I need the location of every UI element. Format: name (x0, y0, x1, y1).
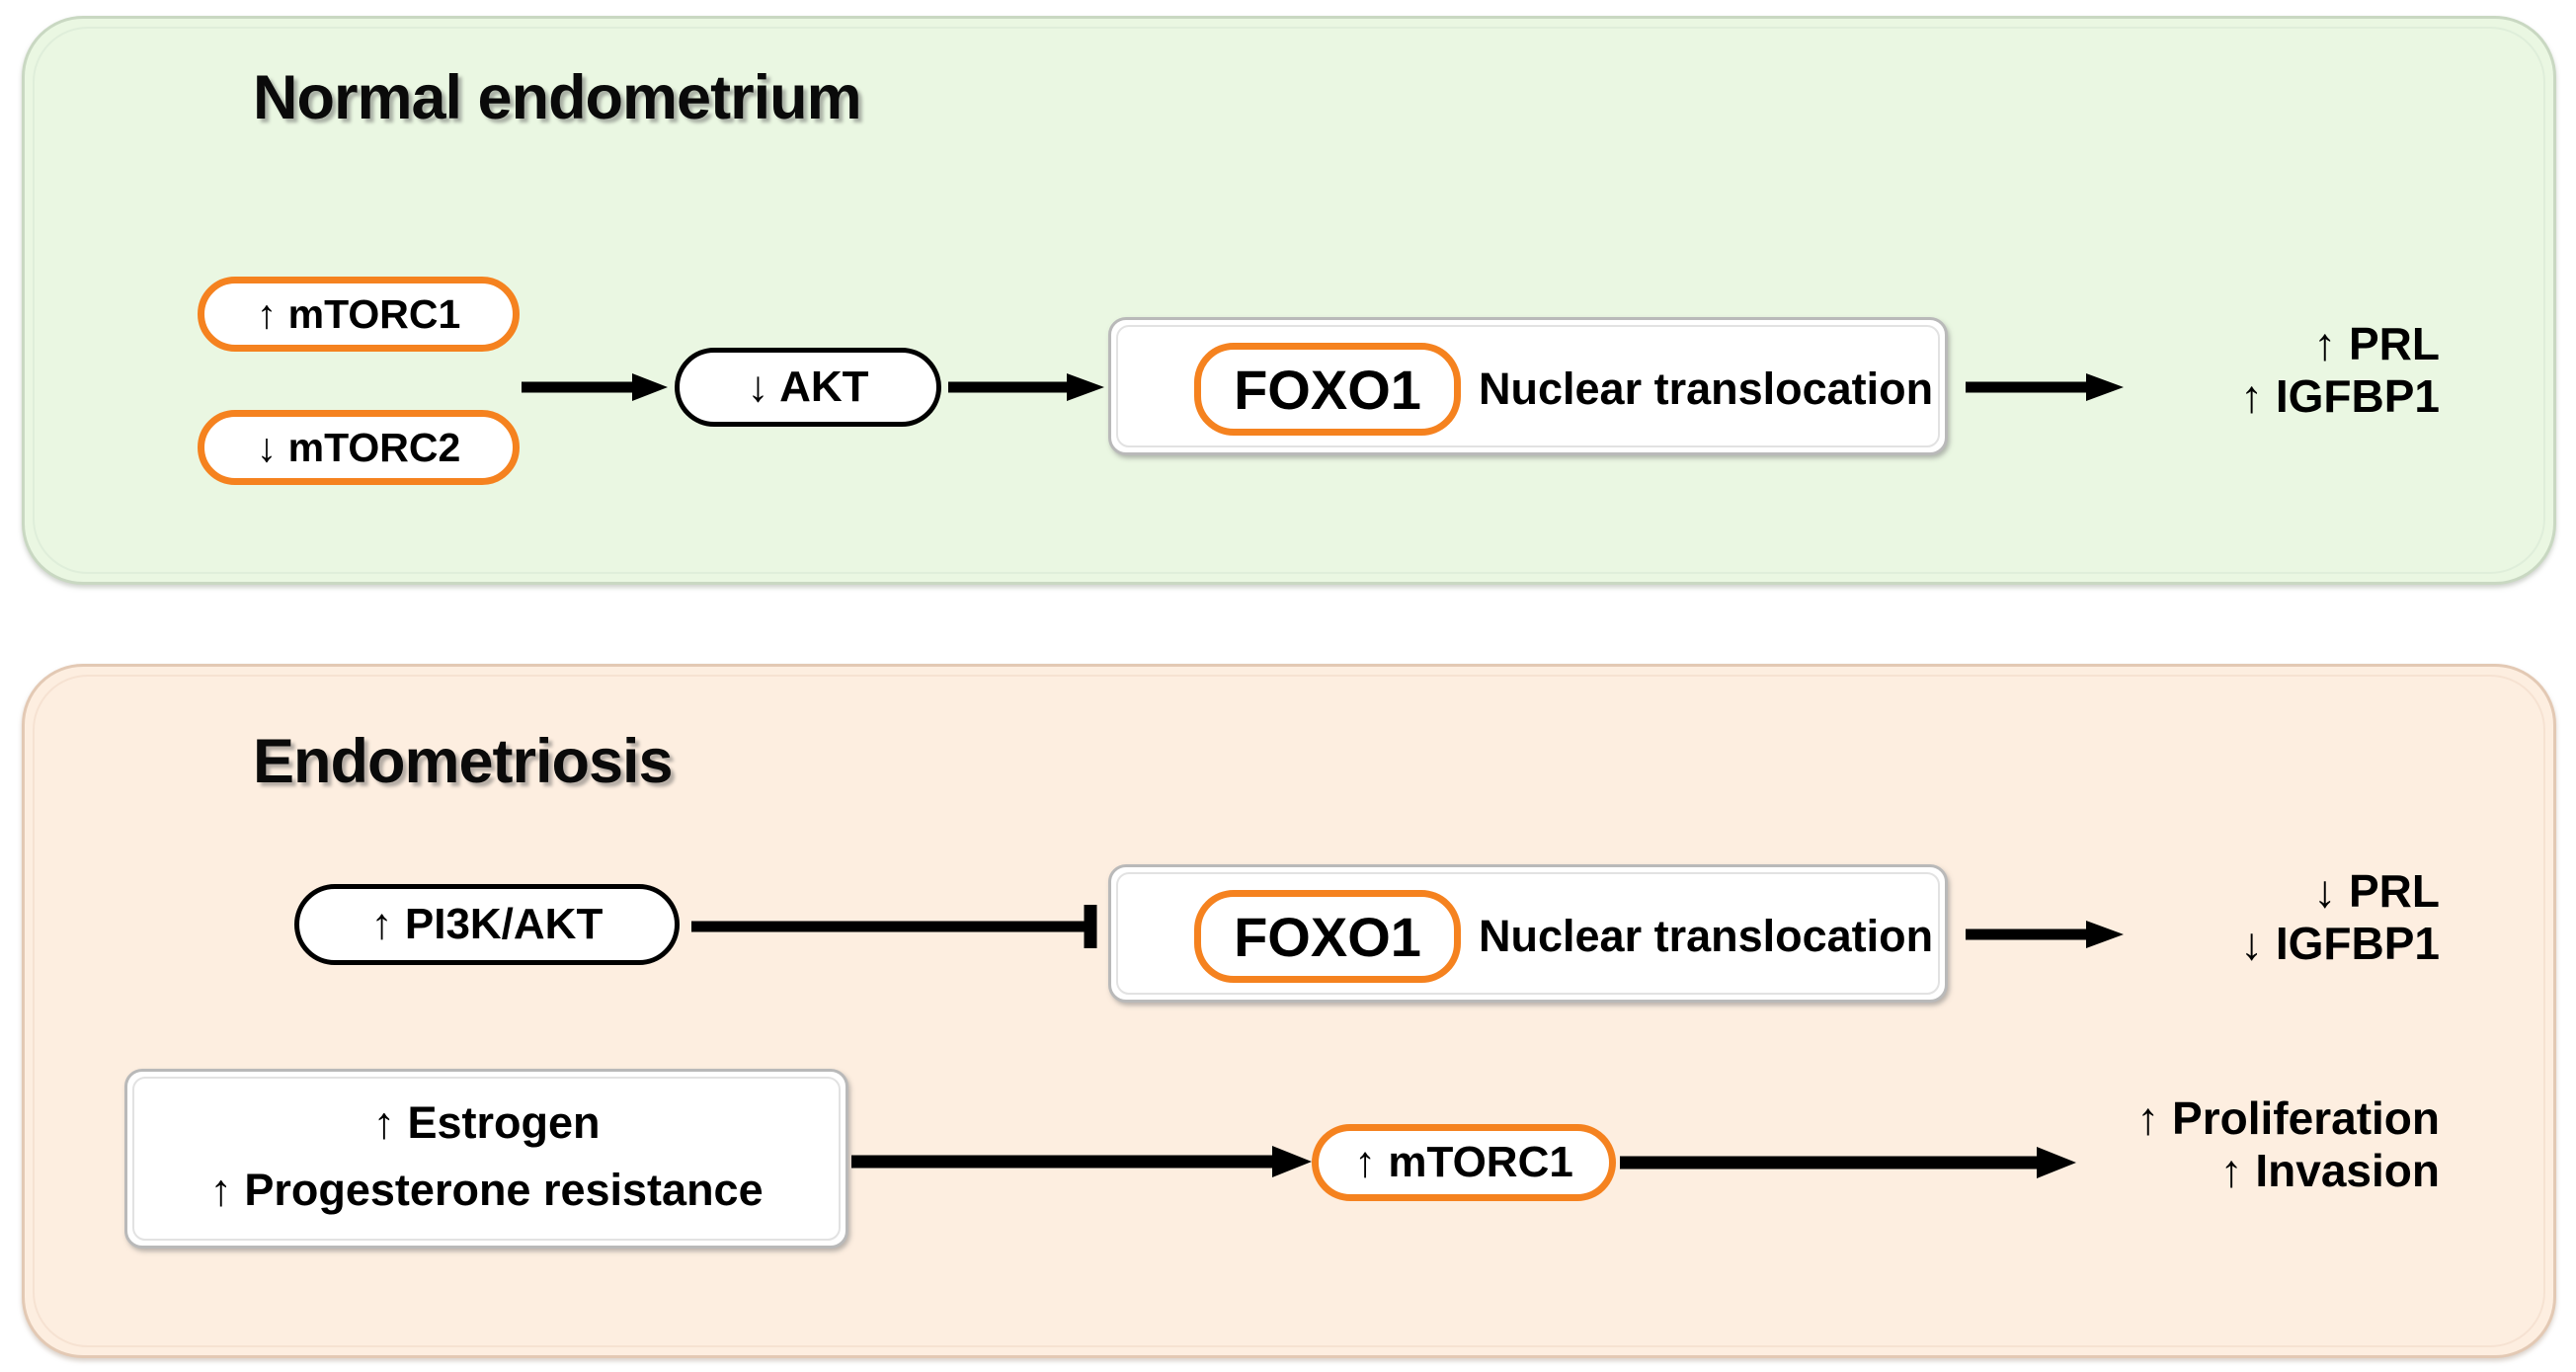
node-foxo1-normal: FOXO1 (1194, 343, 1461, 436)
node-foxo1-endometriosis: FOXO1 (1194, 890, 1461, 983)
node-mtorc1-endometriosis: ↑ mTORC1 (1312, 1124, 1616, 1201)
connector-mtorc1-to-outputs (1620, 1142, 2079, 1183)
label-progesterone-resistance: ↑ Progesterone resistance (209, 1165, 764, 1215)
label-nuclear-translocation-endometriosis: Nuclear translocation (1479, 911, 1934, 961)
output-invasion: ↑ Invasion (2219, 1145, 2440, 1197)
connector-estrogen-to-mtorc1 (851, 1141, 1316, 1182)
node-akt-normal: ↓ AKT (675, 348, 941, 427)
output-stack-endometriosis-lower: ↑ Proliferation ↑ Invasion (2035, 1092, 2440, 1198)
label-estrogen: ↑ Estrogen (372, 1097, 601, 1148)
output-igfbp1-endometriosis: ↓ IGFBP1 (2240, 918, 2440, 970)
label-nuclear-translocation-normal: Nuclear translocation (1479, 363, 1934, 414)
node-estrogen-progesterone-box: ↑ Estrogen ↑ Progesterone resistance (124, 1069, 848, 1249)
connector-akt-to-foxo1 (948, 367, 1106, 407)
connector-foxo1-to-outputs-normal (1966, 367, 2129, 407)
panel-title-normal-endometrium: Normal endometrium (253, 63, 862, 132)
output-stack-normal: ↑ PRL ↑ IGFBP1 (2104, 318, 2440, 424)
output-proliferation: ↑ Proliferation (2136, 1092, 2440, 1144)
connector-mtor-to-akt (522, 367, 670, 407)
output-igfbp1-normal: ↑ IGFBP1 (2240, 370, 2440, 423)
node-foxo1-container-endometriosis: FOXO1 Nuclear translocation (1108, 864, 1948, 1003)
output-prl-endometriosis: ↓ PRL (2313, 865, 2440, 917)
connector-pi3k-inhibits-foxo1 (691, 905, 1106, 948)
node-foxo1-container-normal: FOXO1 Nuclear translocation (1108, 317, 1948, 455)
node-pi3k-akt: ↑ PI3K/AKT (294, 884, 680, 965)
output-stack-endometriosis-upper: ↓ PRL ↓ IGFBP1 (2104, 865, 2440, 971)
node-mtorc1-normal: ↑ mTORC1 (198, 277, 520, 352)
connector-foxo1-to-outputs-endometriosis (1966, 915, 2129, 954)
output-prl-normal: ↑ PRL (2313, 318, 2440, 369)
panel-title-endometriosis: Endometriosis (253, 727, 674, 796)
node-mtorc2-normal: ↓ mTORC2 (198, 410, 520, 485)
